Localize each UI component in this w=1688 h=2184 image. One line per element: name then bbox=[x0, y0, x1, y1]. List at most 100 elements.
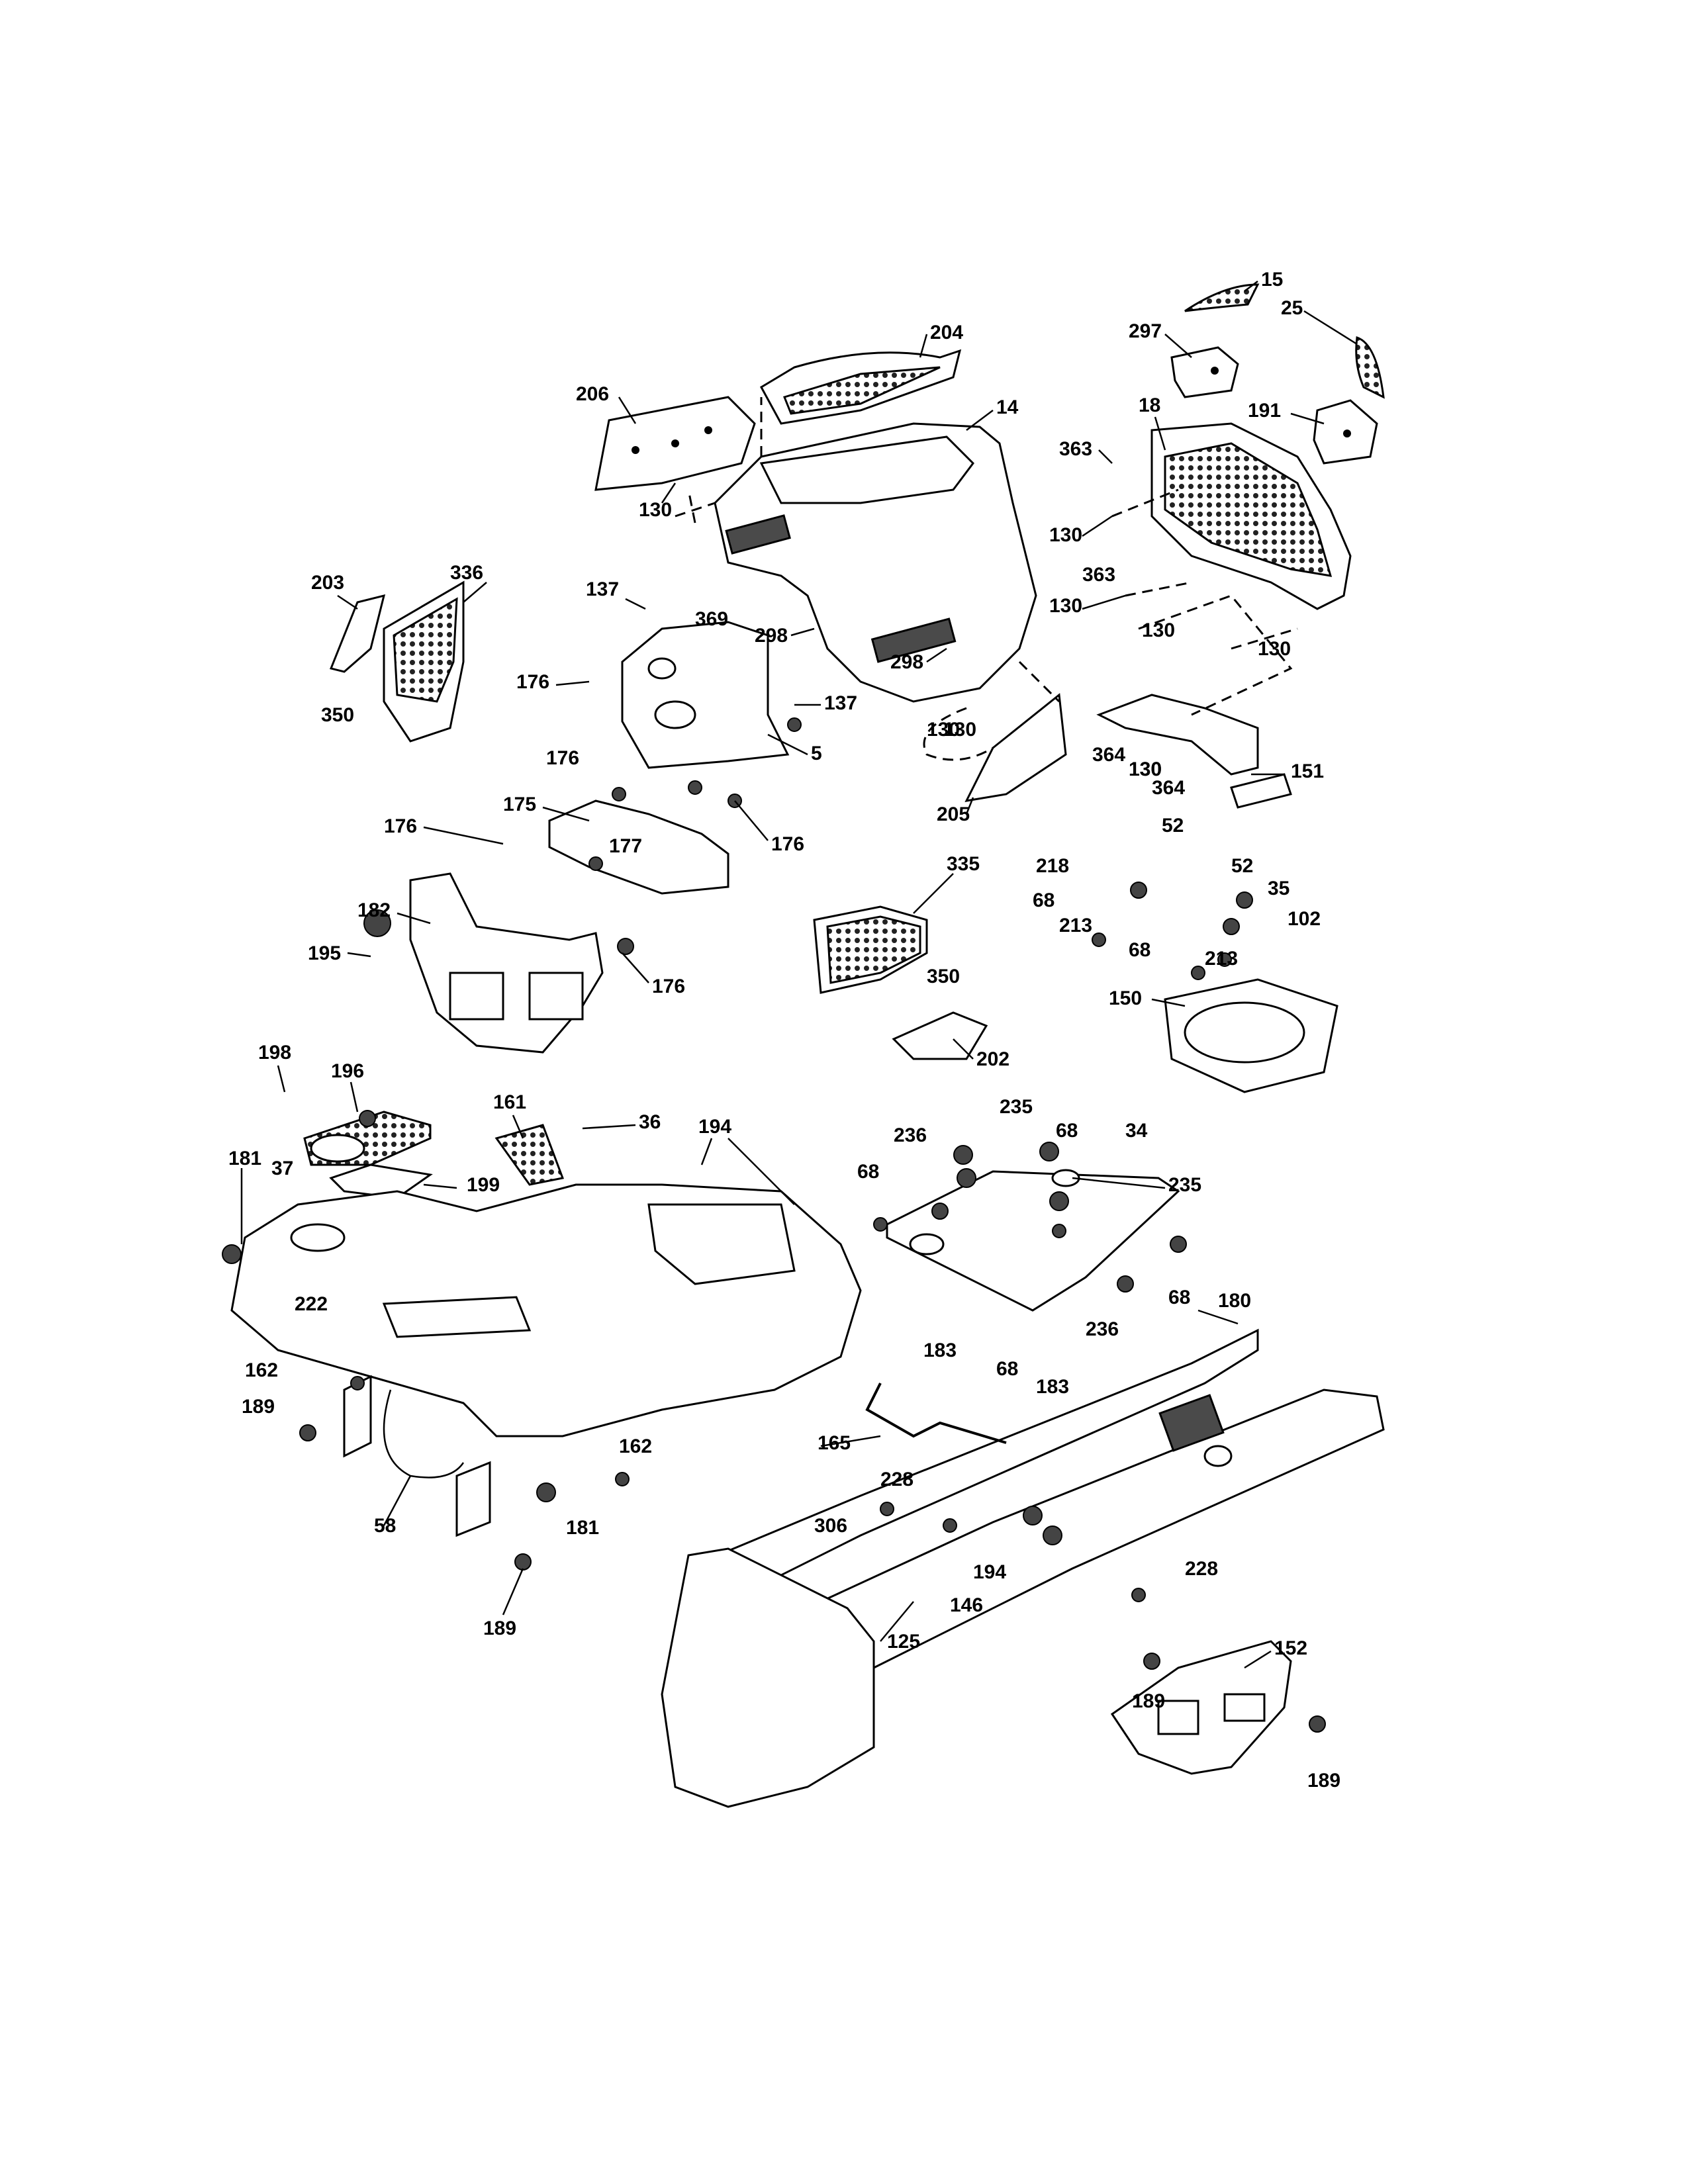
callout-68-a: 68 bbox=[1033, 889, 1055, 911]
callout-183-a: 183 bbox=[923, 1340, 957, 1361]
callout-152: 152 bbox=[1274, 1637, 1307, 1659]
callout-189-a: 189 bbox=[242, 1396, 275, 1418]
callout-189-b: 189 bbox=[483, 1617, 516, 1639]
callout-336: 336 bbox=[450, 562, 483, 584]
callout-130-h: 130 bbox=[943, 719, 976, 741]
callout-297: 297 bbox=[1129, 320, 1162, 342]
part-203-bracket bbox=[329, 594, 386, 673]
callout-189-d: 189 bbox=[1307, 1770, 1340, 1792]
callout-176-b: 176 bbox=[546, 747, 579, 769]
part-165-rod bbox=[865, 1383, 1007, 1444]
callout-151: 151 bbox=[1291, 760, 1324, 782]
callout-235-b: 235 bbox=[1168, 1174, 1201, 1196]
callout-335: 335 bbox=[947, 853, 980, 875]
callout-204: 204 bbox=[930, 322, 963, 343]
part-152-guard bbox=[1110, 1640, 1292, 1775]
part-204-hood-grille bbox=[759, 349, 962, 425]
callout-194-a: 194 bbox=[698, 1116, 731, 1138]
leader-lines bbox=[240, 281, 1358, 1669]
callout-196: 196 bbox=[331, 1060, 364, 1082]
callout-222: 222 bbox=[295, 1293, 328, 1315]
part-335-side-grille bbox=[813, 905, 928, 994]
callout-298-b: 298 bbox=[890, 651, 923, 673]
callout-203: 203 bbox=[311, 572, 344, 594]
callout-137-a: 137 bbox=[586, 578, 619, 600]
callout-206: 206 bbox=[576, 383, 609, 405]
callout-180: 180 bbox=[1218, 1290, 1251, 1312]
part-34-seat-plate bbox=[886, 1169, 1180, 1312]
callout-68-f: 68 bbox=[996, 1358, 1018, 1380]
part-14-hood bbox=[714, 422, 1037, 703]
part-196-emblem bbox=[303, 1111, 432, 1166]
part-161-grille bbox=[494, 1124, 565, 1186]
callout-36: 36 bbox=[639, 1111, 661, 1133]
part-37-fender bbox=[230, 1183, 862, 1437]
part-205-panel bbox=[964, 693, 1067, 802]
callout-102: 102 bbox=[1288, 908, 1321, 930]
callout-52-a: 52 bbox=[1162, 815, 1184, 837]
callout-176-c: 176 bbox=[771, 833, 804, 855]
callout-194-b: 194 bbox=[973, 1561, 1006, 1583]
callout-130-d: 130 bbox=[1142, 619, 1175, 641]
callout-228-a: 228 bbox=[880, 1469, 914, 1490]
callout-306: 306 bbox=[814, 1515, 847, 1537]
callout-125: 125 bbox=[887, 1631, 920, 1653]
callout-181-b: 181 bbox=[566, 1517, 599, 1539]
callout-162-a: 162 bbox=[245, 1359, 278, 1381]
callout-68-e: 68 bbox=[1168, 1287, 1190, 1308]
callout-68-c: 68 bbox=[1056, 1120, 1078, 1142]
callout-364-b: 364 bbox=[1152, 777, 1185, 799]
callout-202: 202 bbox=[976, 1048, 1009, 1070]
part-58-bracket bbox=[343, 1375, 491, 1537]
callout-162-b: 162 bbox=[619, 1435, 652, 1457]
part-175-bracket bbox=[548, 799, 729, 895]
callout-37: 37 bbox=[271, 1158, 293, 1179]
part-18-grille bbox=[1150, 422, 1352, 610]
callout-191: 191 bbox=[1248, 400, 1281, 422]
callout-146: 146 bbox=[950, 1594, 983, 1616]
callout-213-b: 213 bbox=[1205, 948, 1238, 970]
callout-25: 25 bbox=[1281, 297, 1303, 319]
callout-213-a: 213 bbox=[1059, 915, 1092, 936]
callout-182: 182 bbox=[357, 899, 391, 921]
part-5-dash-panel bbox=[621, 621, 790, 769]
callout-298-a: 298 bbox=[755, 625, 788, 647]
part-336-side-grille bbox=[383, 580, 465, 743]
part-25-emblem bbox=[1355, 336, 1385, 399]
part-191-light bbox=[1313, 399, 1378, 465]
callout-52-b: 52 bbox=[1231, 855, 1253, 877]
callout-177: 177 bbox=[609, 835, 642, 857]
part-206-panel bbox=[594, 396, 756, 491]
callout-130-g: 130 bbox=[1129, 758, 1162, 780]
callout-199: 199 bbox=[467, 1174, 500, 1196]
callout-189-c: 189 bbox=[1132, 1690, 1165, 1712]
callout-236-a: 236 bbox=[894, 1124, 927, 1146]
part-199-plate bbox=[329, 1163, 433, 1199]
callout-150: 150 bbox=[1109, 987, 1142, 1009]
callout-205: 205 bbox=[937, 803, 970, 825]
callout-364-a: 364 bbox=[1092, 744, 1125, 766]
part-180-frame bbox=[661, 1328, 1385, 1808]
callout-175: 175 bbox=[503, 794, 536, 815]
part-182-lower-dash bbox=[409, 872, 604, 1054]
callout-130-f: 130 bbox=[927, 719, 960, 741]
callout-228-b: 228 bbox=[1185, 1558, 1218, 1580]
callout-235-a: 235 bbox=[1000, 1096, 1033, 1118]
callout-130-a: 130 bbox=[639, 499, 672, 521]
callout-218: 218 bbox=[1036, 855, 1069, 877]
callout-58: 58 bbox=[374, 1515, 396, 1537]
callout-35: 35 bbox=[1268, 878, 1289, 899]
part-15-emblem bbox=[1184, 283, 1260, 312]
callout-15: 15 bbox=[1261, 269, 1283, 291]
callout-130-c: 130 bbox=[1049, 595, 1082, 617]
fasteners bbox=[222, 717, 1326, 1733]
callout-161: 161 bbox=[493, 1091, 526, 1113]
callout-18: 18 bbox=[1139, 394, 1160, 416]
callout-137-b: 137 bbox=[824, 692, 857, 714]
callout-130-i: 130 bbox=[1129, 758, 1162, 780]
part-151-bracket bbox=[1096, 694, 1292, 809]
callout-236-b: 236 bbox=[1086, 1318, 1119, 1340]
callout-363-b: 363 bbox=[1082, 564, 1115, 586]
callout-176-a: 176 bbox=[516, 671, 549, 693]
